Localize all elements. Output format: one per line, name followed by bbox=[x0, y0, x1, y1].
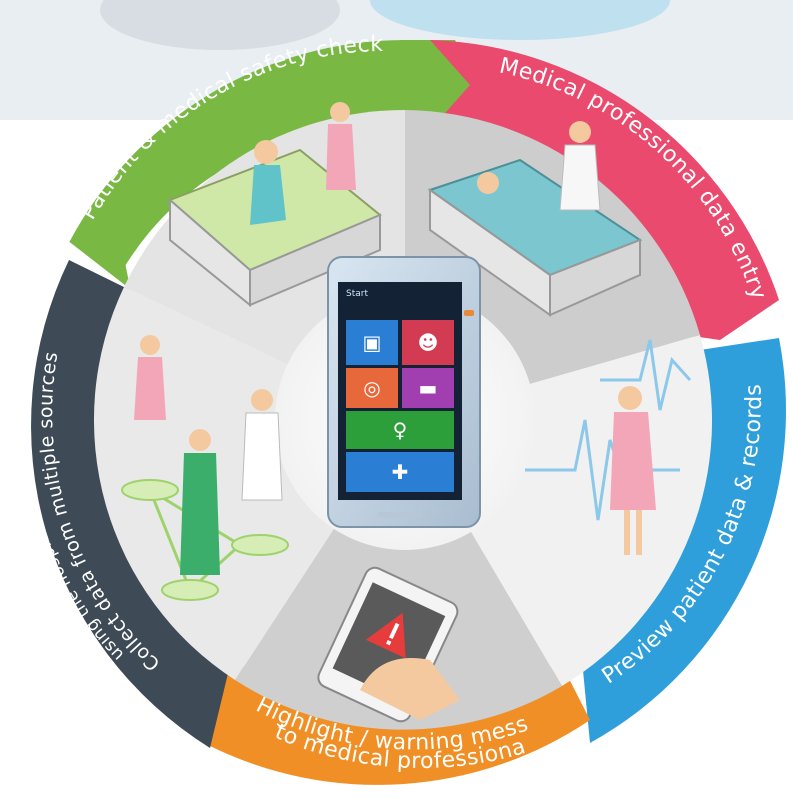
pill-icon: ▬ bbox=[419, 376, 438, 400]
illustration-doctor-patient-bed bbox=[427, 121, 643, 317]
tablet-tile bbox=[346, 320, 398, 365]
background-hand bbox=[100, 0, 340, 50]
people-icon: ☻ bbox=[418, 331, 439, 355]
illustration-patient-bed-nurse bbox=[168, 102, 382, 308]
tablet-tile bbox=[402, 368, 454, 408]
tablet-tiles: ▣ ☻ ◎ ▬ ♀ ✚ bbox=[346, 320, 454, 492]
background-scrubs bbox=[370, 0, 670, 40]
tablet-side-button bbox=[464, 310, 474, 316]
globe-icon: ◎ bbox=[363, 376, 380, 400]
tablet-screen-title: Start bbox=[346, 289, 368, 299]
illustration-warning-phone bbox=[317, 566, 460, 723]
illustration-nurse-heartbeat bbox=[525, 339, 692, 555]
wedge-bottom bbox=[235, 420, 562, 730]
center-tablet: Start ▣ ☻ ◎ ▬ ♀ ✚ bbox=[327, 256, 481, 528]
segment-safety-check bbox=[69, 40, 406, 290]
tablet-tile bbox=[346, 411, 454, 449]
tablet-tile bbox=[346, 368, 398, 408]
plus-icon: ✚ bbox=[392, 460, 409, 484]
illustration-network-staff bbox=[121, 335, 289, 601]
tablet-tile bbox=[402, 320, 454, 365]
tablet-tile bbox=[346, 452, 454, 492]
tablet-home-button bbox=[378, 512, 422, 518]
camera-icon: ▣ bbox=[363, 331, 382, 355]
nurse-icon: ♀ bbox=[393, 418, 408, 442]
